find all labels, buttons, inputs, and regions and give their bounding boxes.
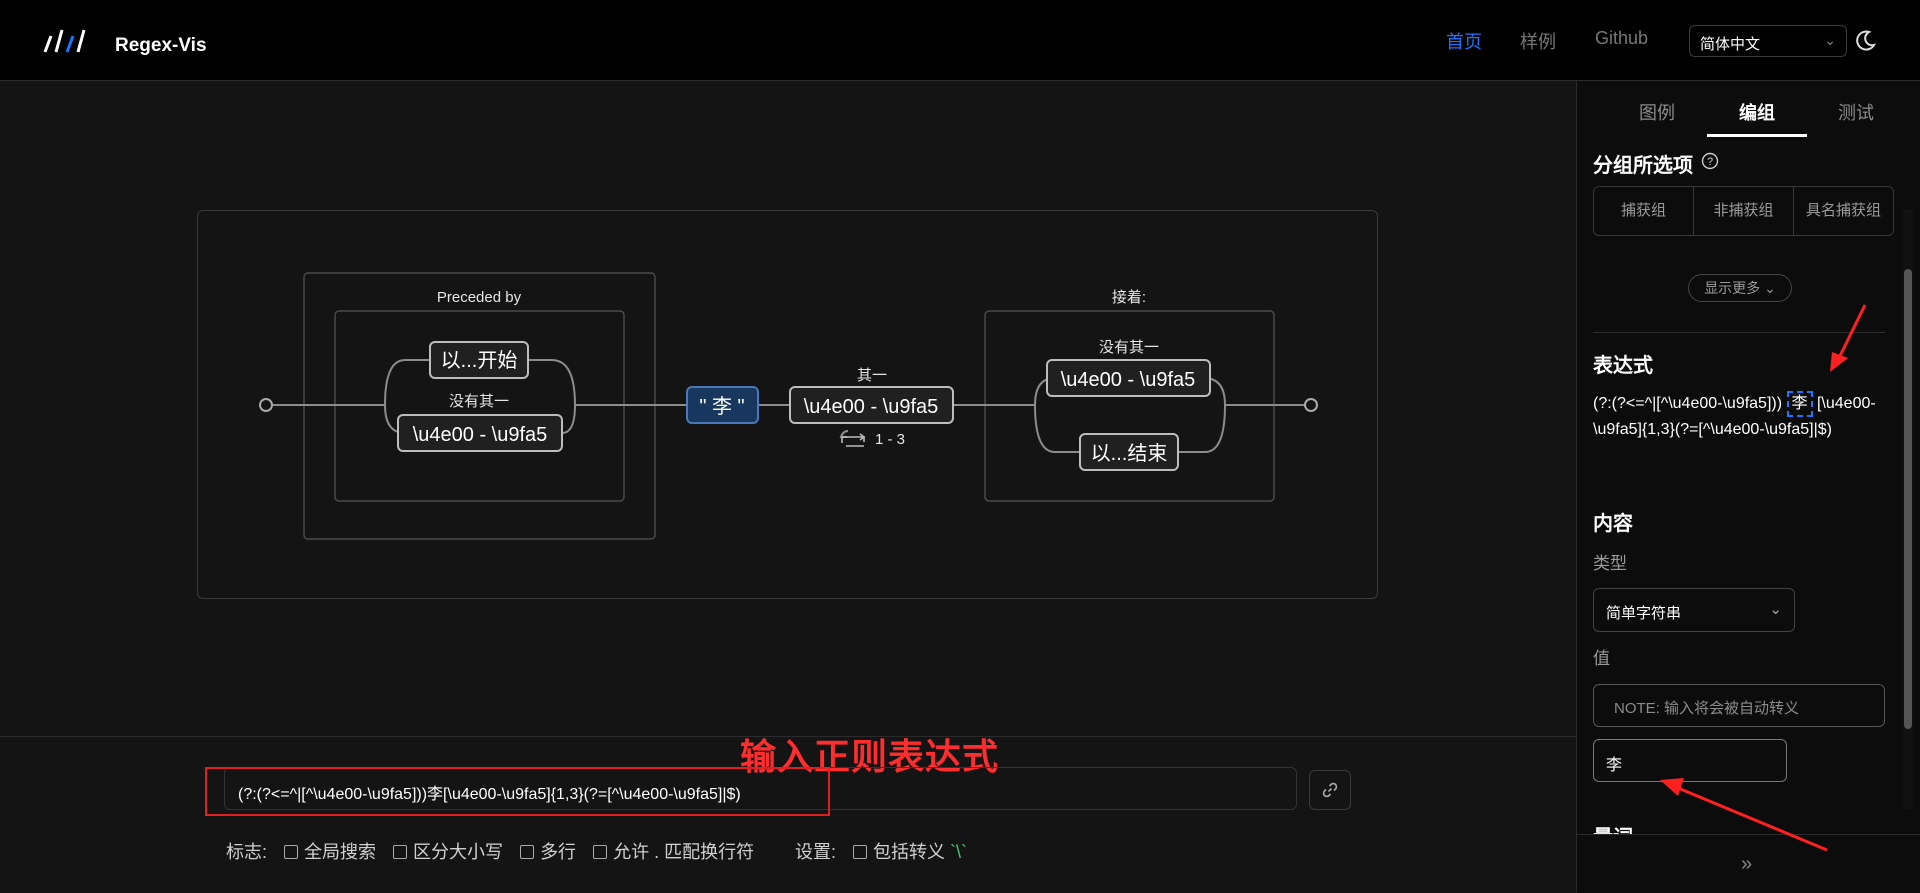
expression-title: 表达式 — [1593, 355, 1653, 377]
type-value: 简单字符串 — [1606, 605, 1682, 622]
scrollbar-thumb[interactable] — [1904, 269, 1912, 729]
flags-row: 标志: 全局搜索 区分大小写 多行 允许 . 匹配换行符 — [226, 838, 754, 864]
expression-suffix: [\u4e00-\u9fa5]{1,3}(?=[^\u4e00-\u9fa5]|… — [1593, 395, 1876, 438]
content-title: 内容 — [1593, 513, 1633, 535]
editor-panel: 图例 编组 测试 分组所选项 ? 捕获组 非捕获组 具名捕获组 显示更多 ⌄ 表… — [1576, 81, 1920, 893]
tab-test[interactable]: 测试 — [1838, 103, 1874, 123]
show-more-label: 显示更多 — [1704, 280, 1761, 296]
start-node[interactable] — [259, 398, 273, 412]
chevron-down-icon: ⌄ — [1769, 601, 1782, 618]
group-title: 分组所选项 — [1593, 155, 1693, 177]
starts-with-node[interactable] — [429, 341, 529, 379]
selected-char[interactable]: 李 — [1786, 391, 1813, 417]
bottom-divider — [0, 736, 1576, 737]
flag-multiline-checkbox[interactable] — [520, 845, 535, 859]
range-node-1[interactable] — [397, 414, 563, 452]
settings-label: 设置: — [795, 842, 837, 862]
type-select[interactable]: 简单字符串 ⌄ — [1593, 588, 1795, 632]
range-text-2: \u4e00 - \u9fa5 — [804, 396, 939, 418]
starts-with-text: 以...开始 — [441, 349, 518, 372]
flag-case-checkbox[interactable] — [393, 845, 408, 859]
annotation-label: 输入正则表达式 — [740, 736, 1000, 777]
escape-code: `\` — [950, 842, 968, 862]
regex-input-value: (?:(?<=^|[^\u4e00-\u9fa5]))李[\u4e00-\u9f… — [238, 786, 741, 803]
language-value: 简体中文 — [1700, 36, 1761, 53]
flag-multiline-label[interactable]: 多行 — [540, 842, 577, 862]
chevron-down-icon: ⌄ — [1824, 32, 1836, 48]
flag-dotall-label[interactable]: 允许 . 匹配换行符 — [613, 842, 755, 862]
value-input[interactable]: 李 — [1593, 739, 1787, 782]
diagram-canvas — [197, 210, 1378, 599]
divider — [1593, 332, 1885, 333]
app-title[interactable]: Regex-Vis — [115, 35, 207, 56]
nav-home[interactable]: 首页 — [1446, 32, 1482, 52]
expression-text: (?:(?<=^|[^\u4e00-\u9fa5])) 李 [\u4e00-\u… — [1593, 391, 1883, 443]
moon-icon[interactable] — [1852, 28, 1878, 54]
chevron-down-icon: ⌄ — [1764, 280, 1776, 296]
preceded-by-label: Preceded by — [437, 289, 522, 306]
nav-samples[interactable]: 样例 — [1520, 32, 1556, 52]
escape-label[interactable]: 包括转义 — [873, 842, 946, 862]
flag-global-checkbox[interactable] — [284, 845, 299, 859]
annotation-highlight-box — [205, 767, 830, 816]
ends-with-node[interactable] — [1079, 433, 1179, 471]
show-more-button[interactable]: 显示更多 ⌄ — [1688, 274, 1792, 302]
logo-icon[interactable] — [42, 26, 86, 56]
literal-text: " 李 " — [699, 395, 744, 418]
regex-diagram: Preceded by 以...开始 没有其一 \u4e00 - \u9fa5 … — [259, 272, 1318, 540]
value-label: 值 — [1593, 649, 1610, 668]
tab-legend[interactable]: 图例 — [1639, 103, 1675, 123]
svg-text:?: ? — [1707, 156, 1713, 168]
followed-by-label: 接着: — [1112, 289, 1146, 306]
none-of-label-2: 没有其一 — [1099, 339, 1159, 356]
repeat-icon — [841, 433, 866, 447]
panel-footer: » — [1577, 834, 1920, 893]
expression-prefix: (?:(?<=^|[^\u4e00-\u9fa5])) — [1593, 395, 1783, 412]
none-of-label: 没有其一 — [449, 393, 509, 410]
type-label: 类型 — [1593, 554, 1627, 573]
share-link-button[interactable] — [1309, 770, 1351, 810]
ends-with-text: 以...结束 — [1091, 442, 1168, 465]
help-icon[interactable]: ? — [1701, 152, 1719, 170]
one-of-label: 其一 — [857, 367, 887, 384]
range-node-2[interactable] — [789, 386, 954, 424]
end-node[interactable] — [1304, 398, 1318, 412]
app-header: Regex-Vis 首页 样例 Github 简体中文 ⌄ — [0, 0, 1920, 81]
note-field[interactable]: NOTE: 输入将会被自动转义 — [1593, 684, 1885, 727]
link-icon — [1322, 782, 1338, 798]
tab-edit[interactable]: 编组 — [1739, 103, 1775, 123]
literal-node[interactable] — [686, 386, 759, 424]
range-text-1: \u4e00 - \u9fa5 — [413, 424, 548, 446]
quantifier-title: 量词 — [1593, 821, 1633, 834]
flags-label: 标志: — [226, 842, 268, 862]
settings-row: 设置: 包括转义 `\` — [795, 838, 967, 864]
language-select[interactable]: 简体中文 ⌄ — [1689, 25, 1847, 57]
flag-case-label[interactable]: 区分大小写 — [413, 842, 504, 862]
range-node-3[interactable] — [1046, 359, 1211, 397]
active-tab-indicator — [1707, 134, 1807, 137]
collapse-panel-icon[interactable]: » — [1741, 853, 1753, 875]
named-group-button[interactable]: 具名捕获组 — [1793, 186, 1894, 236]
escape-checkbox[interactable] — [853, 845, 868, 859]
repeat-range-text: 1 - 3 — [875, 431, 905, 448]
nav-github[interactable]: Github — [1595, 28, 1649, 48]
flag-dotall-checkbox[interactable] — [593, 845, 608, 859]
range-text-3: \u4e00 - \u9fa5 — [1061, 369, 1196, 391]
flag-global-label[interactable]: 全局搜索 — [304, 842, 377, 862]
panel-content: 分组所选项 ? 捕获组 非捕获组 具名捕获组 显示更多 ⌄ 表达式 (?:(?<… — [1577, 139, 1920, 834]
